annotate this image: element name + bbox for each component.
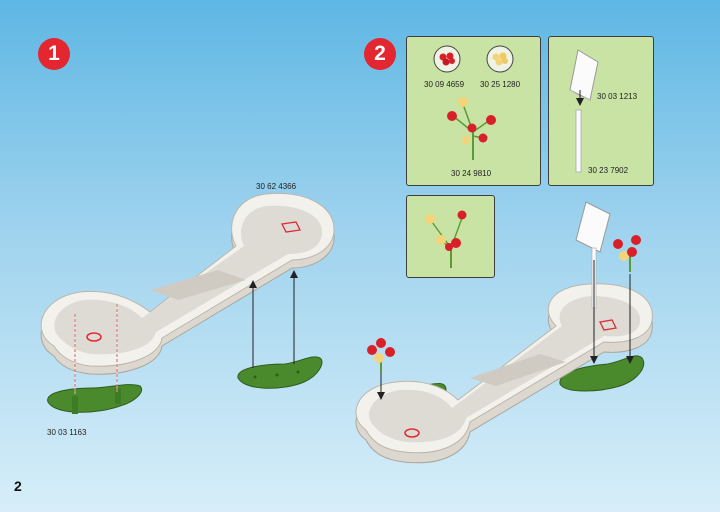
turf-base-left-step1 [47, 384, 142, 414]
assembled-bouquet [425, 210, 467, 268]
part-code-red-flower: 30 09 4659 [424, 80, 465, 89]
part-code-flower-stem: 30 24 9810 [451, 169, 492, 178]
parts-panel-sign [548, 36, 654, 186]
red-flower-head-part [433, 45, 461, 73]
parts-panel-flowers [406, 36, 541, 186]
flower-stem-part [447, 97, 496, 160]
turf-base-right-step2 [559, 355, 645, 392]
yellow-flower-head-part [486, 45, 514, 73]
part-code-sign-pole: 30 23 7902 [588, 166, 629, 175]
minigolf-course-step1 [40, 192, 335, 375]
page-number: 2 [14, 478, 22, 494]
sign-pole-part [575, 109, 582, 173]
part-code-sign-board: 30 03 1213 [597, 92, 638, 101]
step-1-badge: 1 [38, 38, 70, 70]
part-code-course: 30 62 4366 [256, 182, 297, 191]
installed-bouquet-right [613, 235, 641, 272]
part-code-yellow-flower: 30 25 1280 [480, 80, 521, 89]
sign-board-part [569, 49, 599, 101]
step-2-badge: 2 [364, 38, 396, 70]
minigolf-course-step2 [355, 283, 653, 464]
turf-base-right-step1 [237, 356, 323, 389]
installed-bouquet-left [367, 338, 395, 372]
part-code-base-plate: 30 03 1163 [47, 428, 87, 437]
